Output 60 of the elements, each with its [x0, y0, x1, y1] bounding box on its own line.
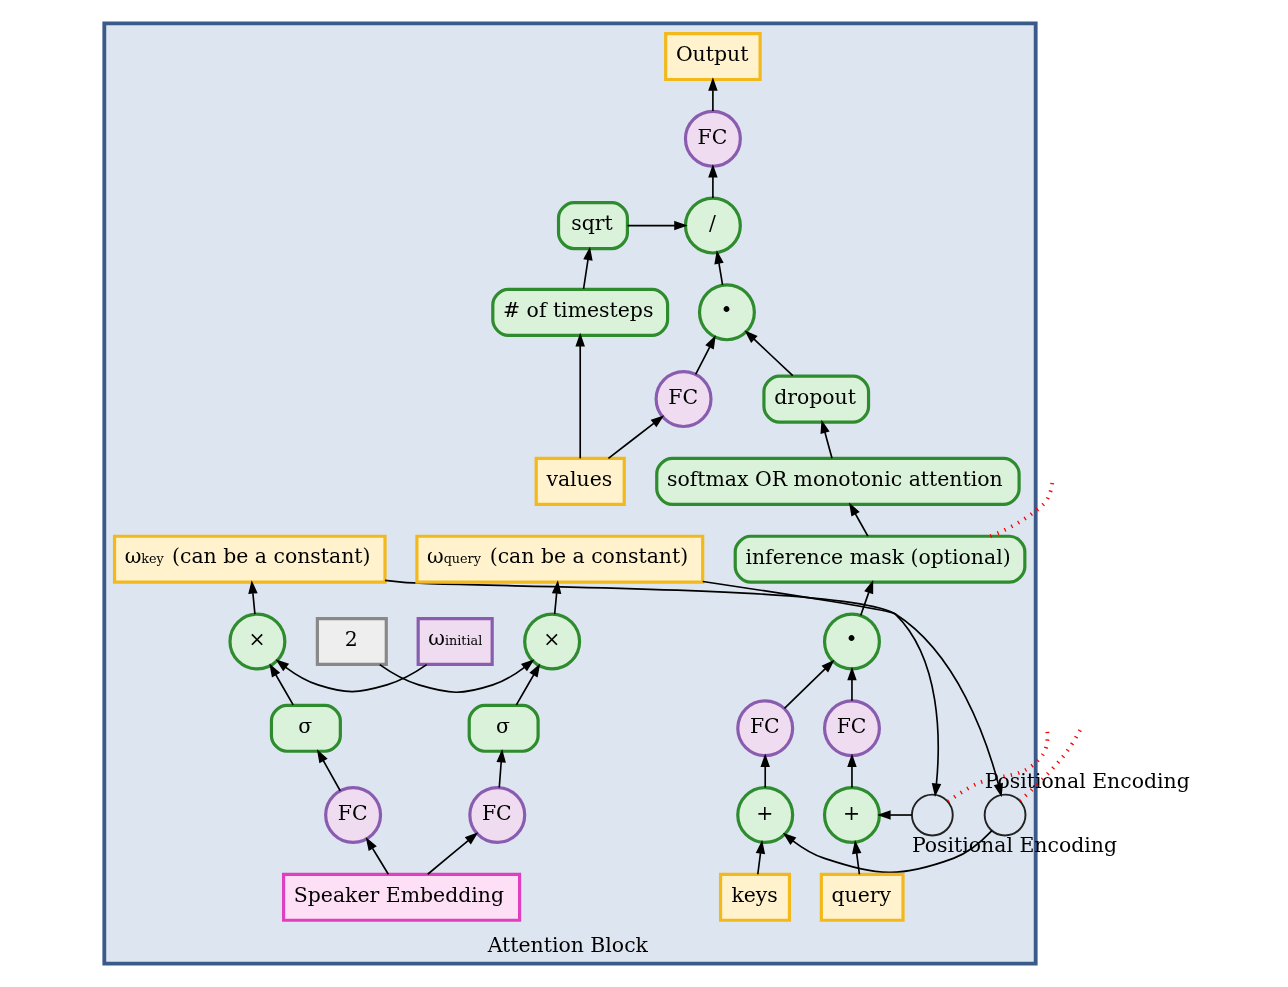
- node-circle: /: [683, 196, 742, 255]
- arrow: [426, 832, 479, 876]
- node-box: inference mask (optional): [733, 534, 1027, 584]
- node-circle: FC: [468, 786, 527, 845]
- arrow: [607, 415, 665, 460]
- node-circle: +: [822, 786, 881, 845]
- node-box: Output: [664, 31, 762, 82]
- node-circle: ×: [228, 612, 287, 671]
- node-box: σ: [269, 703, 342, 753]
- node-box: keys: [718, 872, 792, 922]
- arrow: [714, 250, 724, 286]
- node-circle: FC: [822, 699, 881, 758]
- arrow: [859, 579, 874, 617]
- node-circle: FC: [683, 109, 742, 168]
- arrow: [694, 335, 716, 376]
- arrow: [269, 663, 294, 706]
- arrow: [847, 666, 857, 702]
- arrow: [248, 580, 258, 615]
- arrow: [515, 663, 541, 706]
- node-circle: FC: [736, 699, 795, 758]
- arrow: [849, 502, 869, 537]
- node-box: dropout: [762, 374, 871, 424]
- arrow: [782, 829, 993, 874]
- arrow: [783, 659, 835, 710]
- node-box: values: [534, 456, 626, 506]
- node-circle: [983, 793, 1027, 837]
- node-box: query: [819, 872, 905, 922]
- arrow: [820, 419, 833, 460]
- arrow: [877, 810, 913, 820]
- arrow: [760, 753, 770, 789]
- arrow: [365, 837, 390, 876]
- node-box: # of timesteps: [491, 287, 670, 337]
- node-circle: FC: [324, 786, 383, 845]
- arrow: [708, 164, 718, 199]
- node-box: 2: [315, 616, 388, 667]
- arrow: [275, 659, 428, 693]
- arrow: [755, 840, 766, 876]
- arrow: [708, 77, 718, 112]
- node-circle: FC: [654, 370, 713, 429]
- node-box: Speaker Embedding: [281, 872, 522, 922]
- arrow: [847, 753, 857, 789]
- arrow: [626, 220, 688, 231]
- arrow: [384, 579, 1003, 798]
- arrow: [496, 748, 506, 789]
- connector: [989, 482, 1055, 538]
- node-box: ωkey (can be a constant): [112, 534, 387, 584]
- node-box: σ: [467, 703, 540, 753]
- arrow: [551, 580, 562, 615]
- arrow: [575, 332, 585, 460]
- node-box: sqrt: [556, 201, 629, 251]
- node-box: softmax OR monotonic attention: [655, 456, 1021, 506]
- node-circle: [910, 793, 954, 837]
- arrow: [582, 246, 593, 290]
- arrow: [744, 330, 794, 377]
- arrow: [852, 840, 862, 876]
- arrow: [316, 749, 342, 792]
- node-box: ωquery (can be a constant): [415, 534, 705, 584]
- arrow: [378, 659, 535, 694]
- arrow: [701, 580, 942, 798]
- node-box: ωinitial: [416, 616, 494, 667]
